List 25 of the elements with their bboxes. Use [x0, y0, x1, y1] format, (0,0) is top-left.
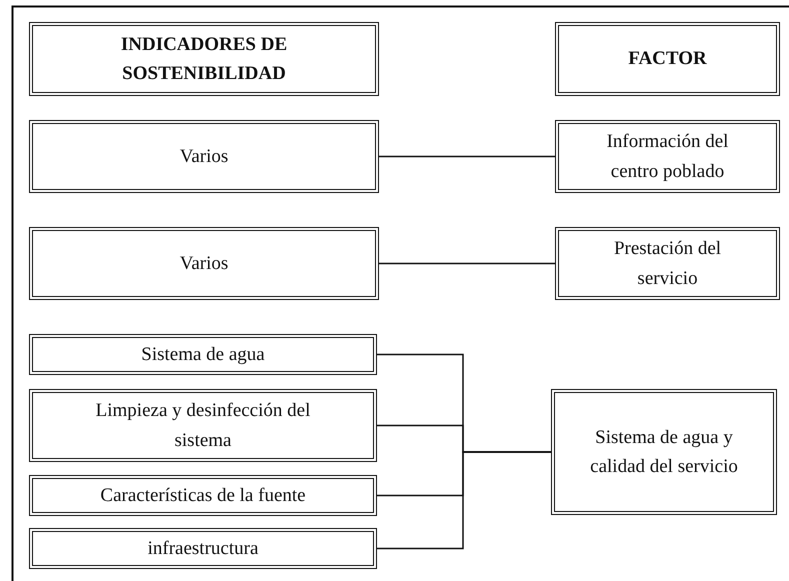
- box-text: FACTOR: [628, 47, 707, 72]
- indicator-box: [29, 389, 377, 462]
- indicator-box: [29, 334, 377, 375]
- header-box: [29, 22, 379, 96]
- box-text: Sistema de agua: [141, 342, 265, 367]
- indicator-box: [551, 389, 777, 515]
- indicator-box: [555, 120, 780, 193]
- connector-line: [377, 451, 551, 550]
- indicator-box: [29, 475, 377, 516]
- indicator-box: [29, 227, 379, 300]
- box-text: Prestación del servicio: [612, 237, 722, 290]
- connector-line: [379, 262, 555, 264]
- indicator-box: [29, 120, 379, 193]
- connector-line: [379, 156, 555, 158]
- indicator-box: [29, 528, 377, 569]
- box-text: Características de la fuente: [100, 484, 306, 508]
- box-text: INDICADORES DE SOSTENIBILIDAD: [120, 32, 288, 86]
- box-text: infraestructura: [148, 536, 258, 561]
- box-text: Varios: [180, 144, 228, 169]
- indicator-box: [555, 227, 780, 300]
- header-box: [555, 22, 780, 96]
- box-text: Información del centro poblado: [606, 130, 730, 184]
- box-text: Varios: [180, 252, 228, 276]
- box-text: Sistema de agua y calidad del servicio: [589, 426, 739, 479]
- box-text: Limpieza y desinfección del sistema: [94, 399, 312, 452]
